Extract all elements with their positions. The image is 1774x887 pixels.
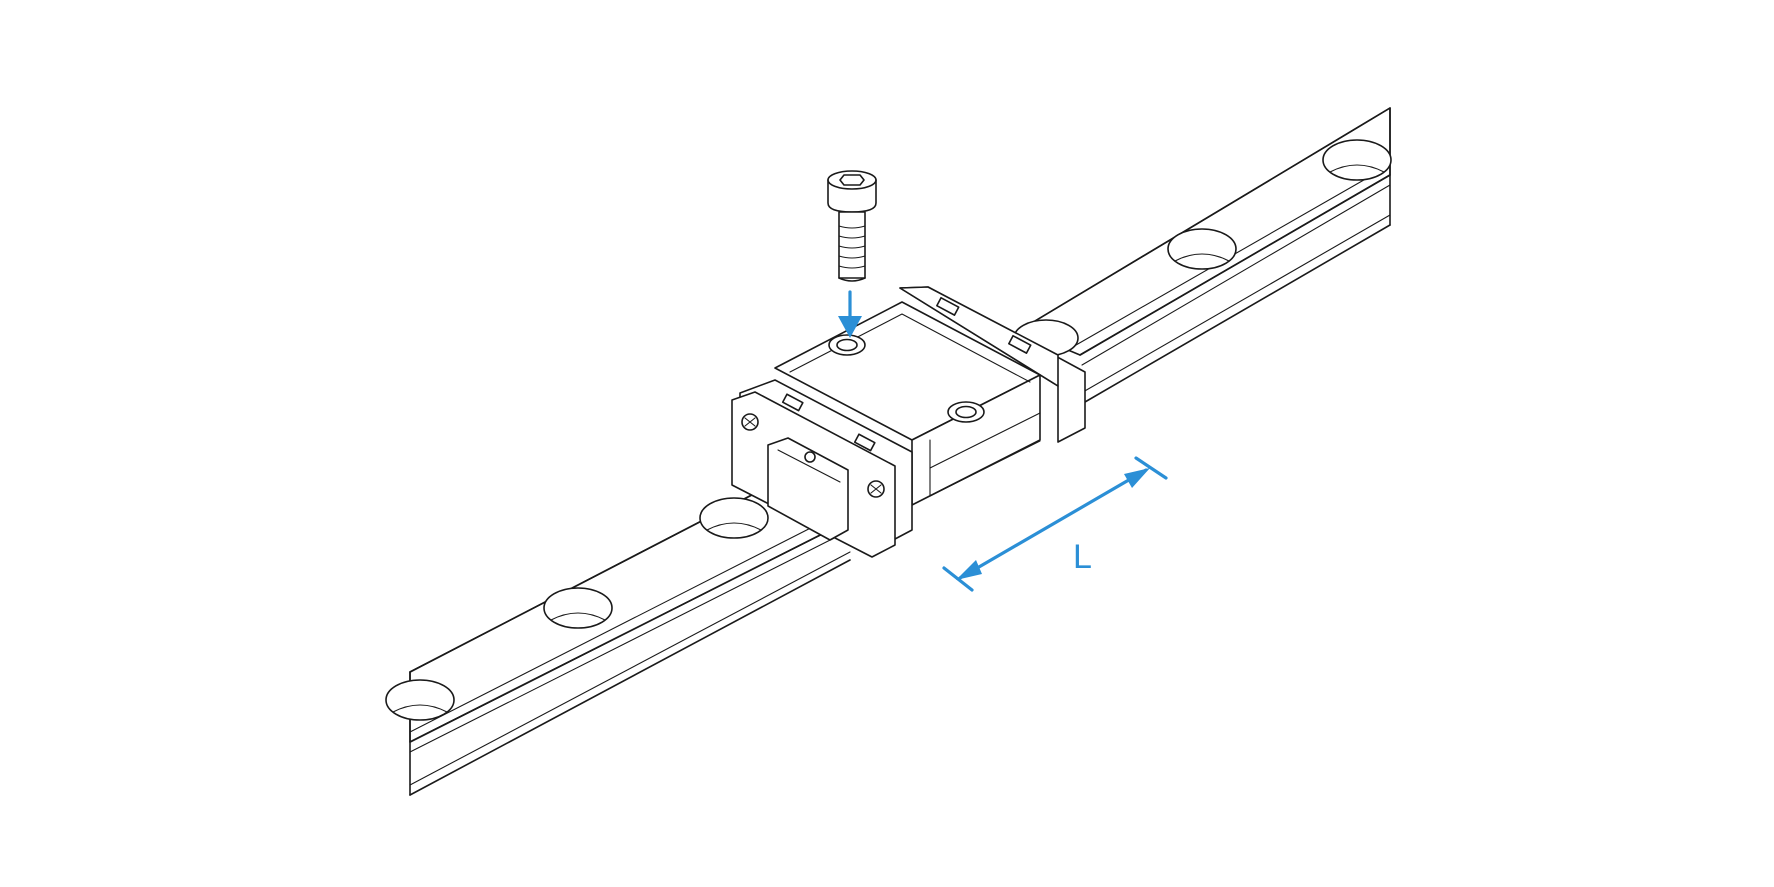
carriage-block xyxy=(731,286,1086,558)
rail-hole xyxy=(1167,228,1237,270)
rail-mounting-holes xyxy=(385,139,1392,721)
rail-hole xyxy=(699,497,769,539)
hex-socket-icon xyxy=(839,174,865,186)
carriage-mounting-hole xyxy=(947,401,985,423)
rail-hole xyxy=(385,679,455,721)
rail-hole xyxy=(543,587,613,629)
end-plate-screw-icon xyxy=(741,413,759,431)
end-plate-screw-icon xyxy=(867,480,885,498)
screw-threads xyxy=(838,225,866,269)
end-plate-recess xyxy=(767,437,849,541)
dimension-arrow-icon xyxy=(942,456,1168,592)
socket-head-cap-screw xyxy=(827,170,877,282)
carriage-mounting-hole xyxy=(828,334,866,356)
rail-hole xyxy=(1322,139,1392,181)
arrow-down-icon xyxy=(838,290,862,338)
dimension-label: L xyxy=(1073,538,1092,576)
